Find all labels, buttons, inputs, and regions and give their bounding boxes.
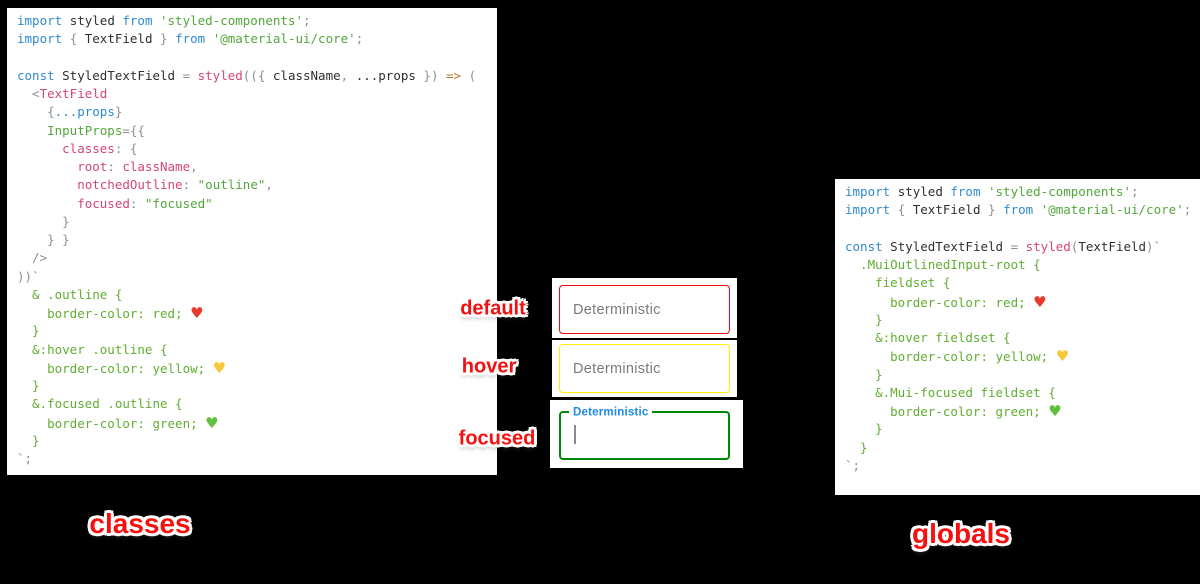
code-block-classes: import styled from 'styled-components'; i… xyxy=(7,8,497,468)
label-default: default xyxy=(460,297,526,320)
textfield-hover-wrapper: Deterministic xyxy=(552,340,737,397)
code-line: } xyxy=(17,213,70,229)
red-heart-icon: ♥ xyxy=(1033,292,1047,311)
code-line: } } xyxy=(17,232,70,247)
code-line: InputProps={{ xyxy=(17,122,145,138)
code-panel-globals: import styled from 'styled-components'; i… xyxy=(835,179,1200,495)
code-line: &:hover fieldset { xyxy=(845,330,1011,345)
code-line xyxy=(845,220,1200,238)
code-line: } xyxy=(845,421,883,437)
code-panel-classes: import styled from 'styled-components'; i… xyxy=(7,8,497,475)
code-line: `; xyxy=(17,451,33,466)
textfield-default[interactable]: Deterministic xyxy=(559,285,730,334)
code-line: border-color: yellow; ♥ xyxy=(845,347,1070,366)
code-line: } xyxy=(17,323,40,339)
code-line: import styled from 'styled-components'; xyxy=(845,184,1139,199)
label-hover: hover xyxy=(461,355,517,378)
text-cursor-icon xyxy=(574,425,576,444)
code-line: } xyxy=(17,432,40,448)
code-block-globals: import styled from 'styled-components'; i… xyxy=(835,179,1200,475)
code-line: const StyledTextField = styled(({ classN… xyxy=(17,67,477,83)
code-line: fieldset { xyxy=(845,275,951,291)
code-line: border-color: red; ♥ xyxy=(845,292,1047,311)
yellow-heart-icon: ♥ xyxy=(1055,347,1070,366)
caption-globals: globals xyxy=(911,518,1011,549)
textfield-hover-placeholder: Deterministic xyxy=(573,360,661,377)
code-line: &.focused .outline { xyxy=(17,396,183,412)
code-line: import { TextField } from '@material-ui/… xyxy=(845,202,1192,218)
code-line: import styled from 'styled-components'; xyxy=(17,13,311,28)
code-line: border-color: green; ♥ xyxy=(17,413,219,432)
code-line: {...props} xyxy=(17,104,123,120)
label-focused: focused xyxy=(458,427,536,450)
code-line: `; xyxy=(845,457,861,473)
code-line: border-color: yellow; ♥ xyxy=(17,358,227,377)
textfield-focused-label: Deterministic xyxy=(569,406,653,419)
code-line: ))` xyxy=(17,268,40,284)
textfield-default-placeholder: Deterministic xyxy=(573,301,661,318)
code-line: classes: { xyxy=(17,140,138,156)
code-line: notchedOutline: "outline", xyxy=(17,177,273,193)
code-line: border-color: green; ♥ xyxy=(845,402,1062,420)
red-heart-icon: ♥ xyxy=(190,304,204,322)
code-line: &.Mui-focused fieldset { xyxy=(845,384,1056,400)
code-line: root: className, xyxy=(17,159,198,174)
code-line: import { TextField } from '@material-ui/… xyxy=(17,31,364,47)
yellow-heart-icon: ♥ xyxy=(212,358,227,377)
textfield-focused-wrapper: Deterministic xyxy=(550,400,743,468)
caption-classes: classes xyxy=(89,508,191,539)
green-heart-icon: ♥ xyxy=(205,413,219,432)
code-line: } xyxy=(845,311,883,327)
code-line: <TextField xyxy=(17,86,108,101)
code-line: .MuiOutlinedInput-root { xyxy=(845,257,1041,272)
code-line: border-color: red; ♥ xyxy=(17,304,204,322)
textfield-focused[interactable]: Deterministic xyxy=(559,406,730,460)
code-line: focused: "focused" xyxy=(17,195,213,211)
textfield-default-wrapper: Deterministic xyxy=(552,278,737,338)
code-line: const StyledTextField = styled(TextField… xyxy=(845,238,1162,254)
code-line: /> xyxy=(17,250,48,266)
code-line: } xyxy=(845,439,868,455)
textfield-hover[interactable]: Deterministic xyxy=(559,344,730,393)
green-heart-icon: ♥ xyxy=(1048,402,1062,420)
code-line: & .outline { xyxy=(17,286,123,302)
code-line: } xyxy=(17,378,40,393)
code-line xyxy=(17,49,497,67)
code-line: &:hover .outline { xyxy=(17,341,168,357)
code-line: } xyxy=(845,366,883,382)
